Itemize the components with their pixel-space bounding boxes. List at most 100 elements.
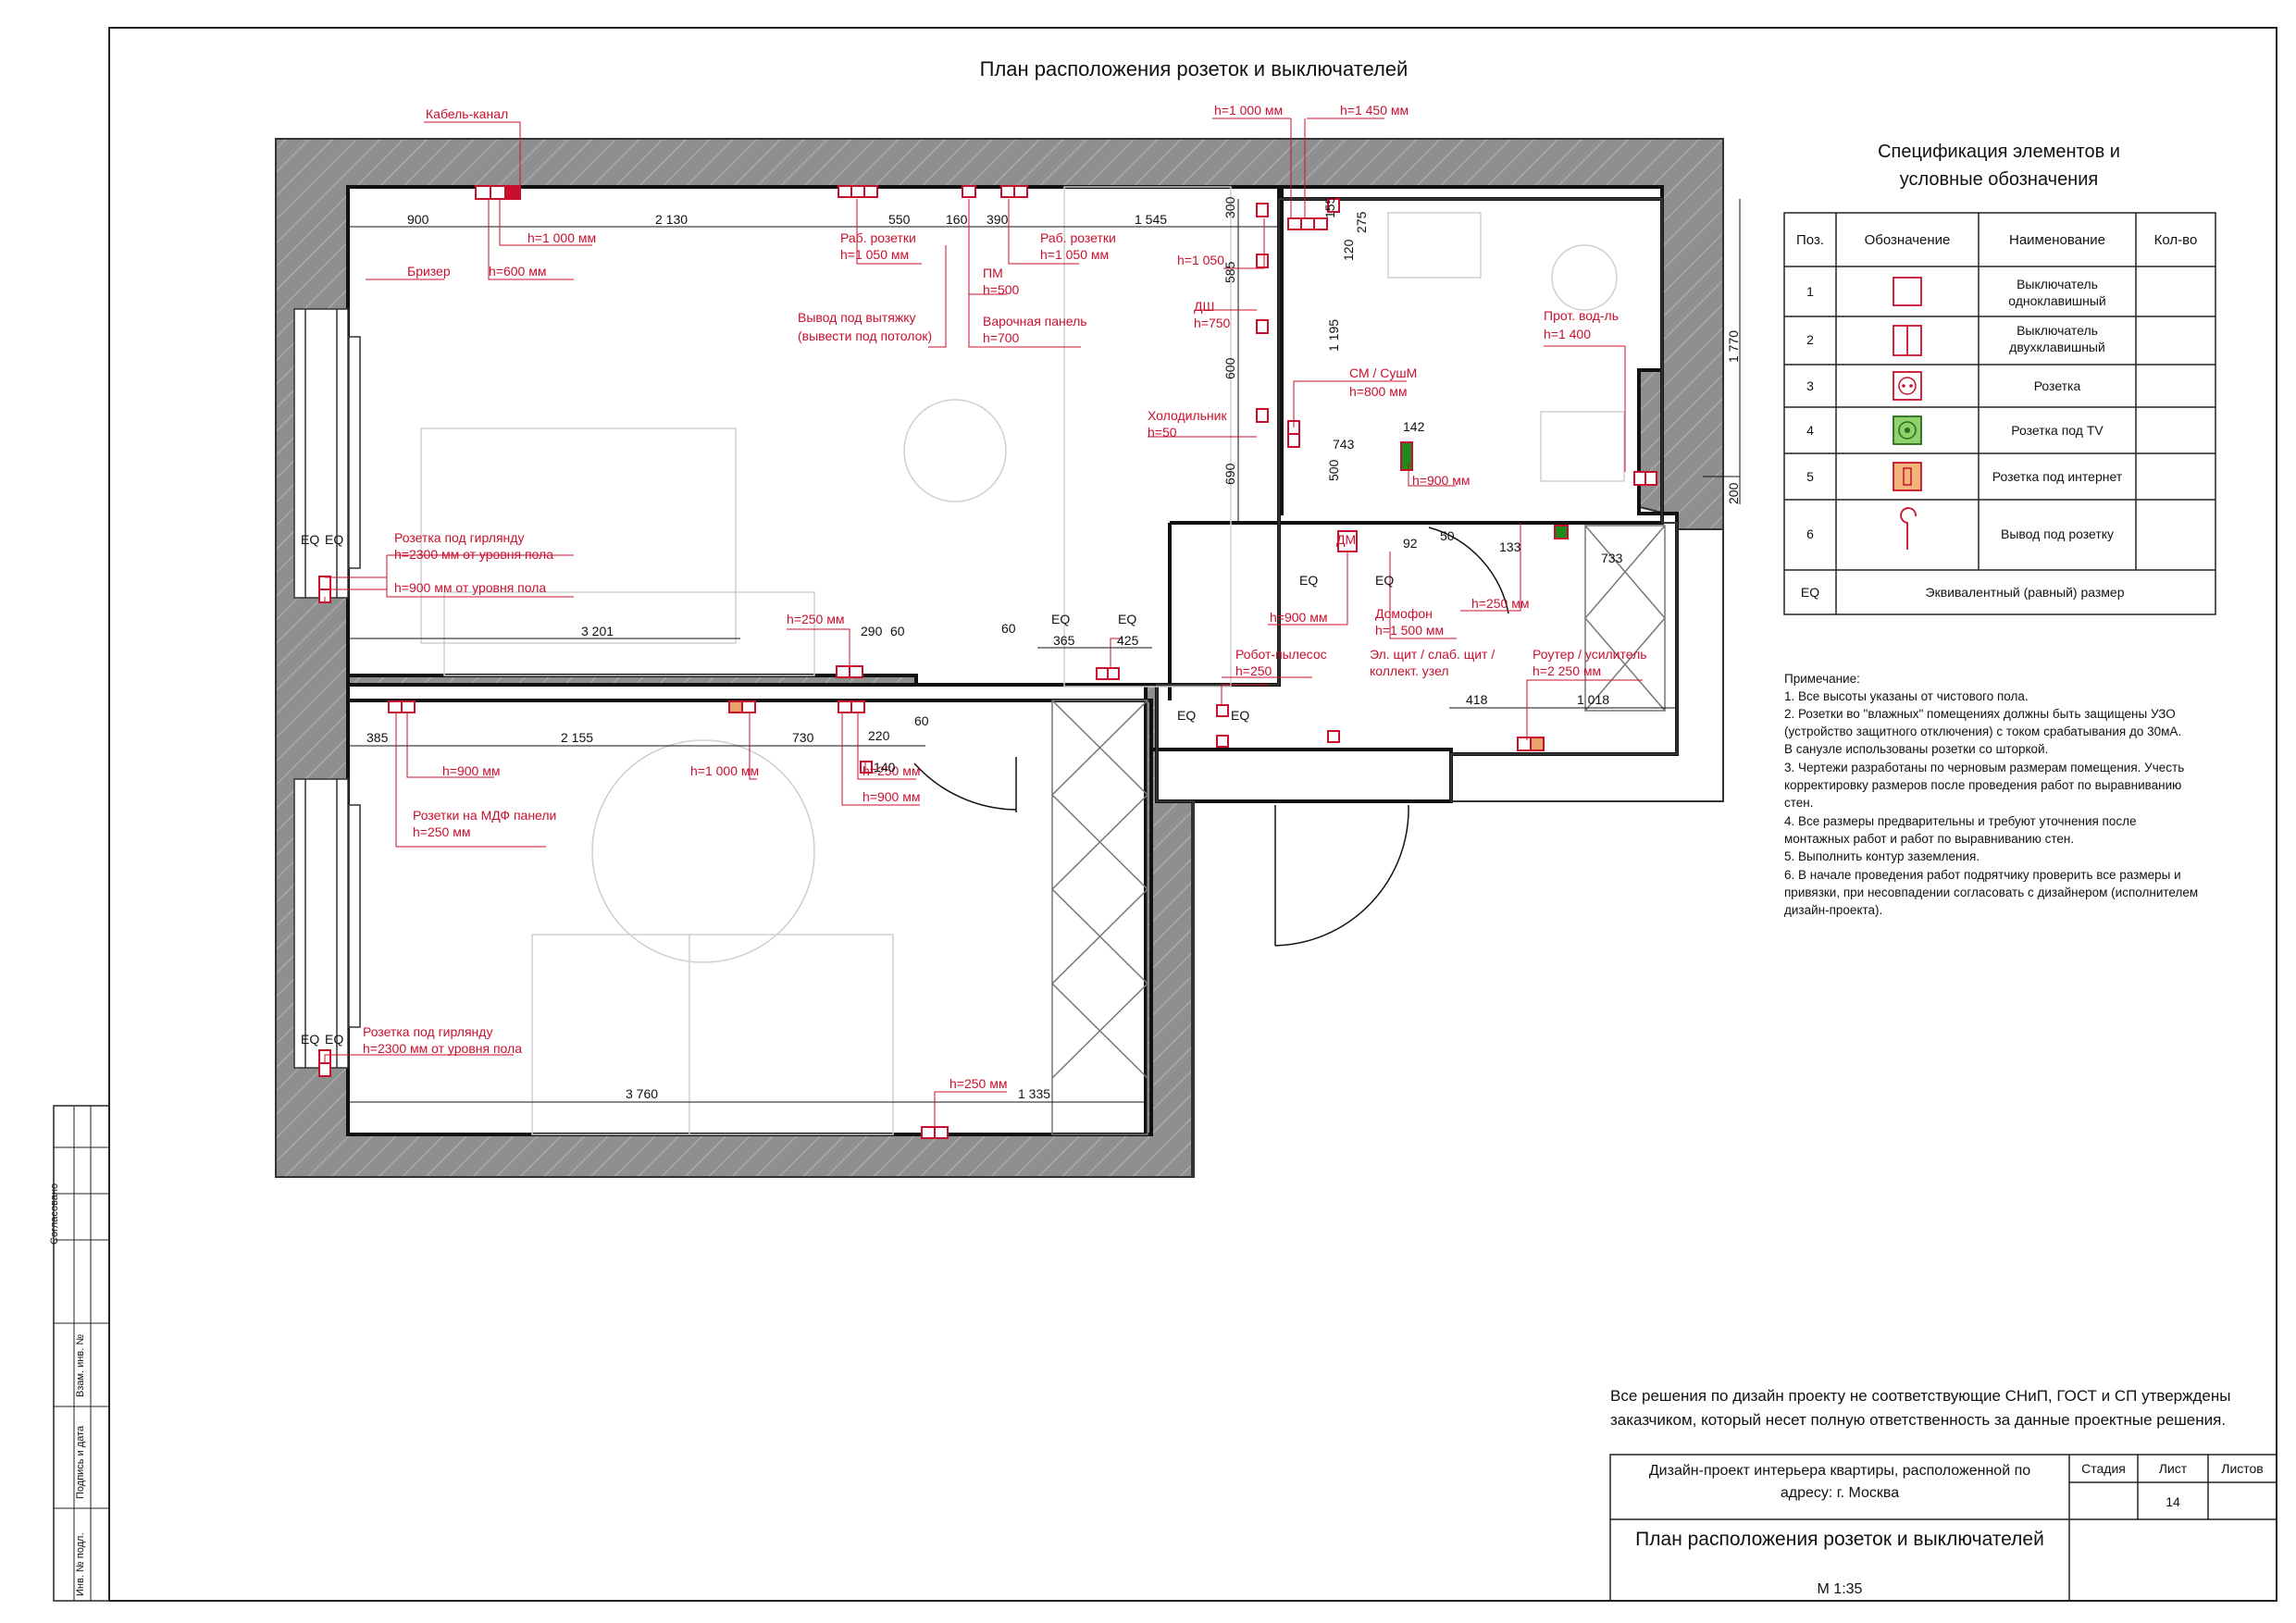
switch-single-icon <box>1893 277 1922 306</box>
annot-rab2a: Раб. розетки <box>1040 230 1116 245</box>
annot-garland2a: Розетка под гирлянду <box>363 1024 492 1039</box>
note-line-4: В санузле использованы розетки со шторко… <box>1784 742 2048 756</box>
outer-envelope <box>275 138 1724 1178</box>
annot-mdfa: Розетки на МДФ панели <box>413 808 556 823</box>
annot-prota: Прот. вод-ль <box>1544 308 1619 323</box>
stamp-sheets-label: Листов <box>2221 1461 2264 1476</box>
annot-dm: ДМ <box>1336 532 1356 547</box>
annot-h1050: h=1 050 <box>1177 253 1224 267</box>
annot-h600: h=600 мм <box>489 264 546 279</box>
dim-1195: 1 195 <box>1326 319 1341 352</box>
dim-1770: 1 770 <box>1726 330 1741 363</box>
notes: Примечание: 1. Все высоты указаны от чис… <box>1784 672 2198 917</box>
dim-690: 690 <box>1222 463 1237 485</box>
annot-garland1c: h=900 мм от уровня пола <box>394 580 546 595</box>
stamp-stage-label: Стадия <box>2081 1461 2126 1476</box>
annot-rab2b: h=1 050 мм <box>1040 247 1109 262</box>
annot-intercomb: h=1 500 мм <box>1375 623 1444 638</box>
dim-eq10: EQ <box>325 1032 343 1047</box>
spec-row3-name: Розетка <box>2034 378 2081 393</box>
dim-200: 200 <box>1726 482 1741 504</box>
dim-133: 133 <box>1499 539 1521 554</box>
side-stamp-agreed: Согласовано <box>49 1183 60 1245</box>
annot-panela: Эл. щит / слаб. щит / <box>1370 647 1495 662</box>
dim-eq5: EQ <box>1299 573 1318 588</box>
dim-418: 418 <box>1466 692 1488 707</box>
dim-425: 425 <box>1117 633 1139 648</box>
annot-panelb: коллект. узел <box>1370 663 1449 678</box>
annot-h1000bed: h=1 000 мм <box>690 763 759 778</box>
switch-double-icon <box>1893 325 1922 356</box>
note-line-9: монтажных работ и работ по выравниванию … <box>1784 832 2074 846</box>
spec-row1-pos: 1 <box>1806 284 1814 299</box>
side-stamp-inv: Инв. № подл. <box>75 1532 86 1596</box>
dim-60c: 60 <box>914 713 929 728</box>
furniture-outlines <box>420 186 1625 1135</box>
outlet-lead-icon <box>1900 507 1917 550</box>
dim-eq3: EQ <box>1051 612 1070 626</box>
annot-robotb: h=250 <box>1235 663 1272 678</box>
annot-routera: Роутер / усилитель <box>1533 647 1647 662</box>
spec-row4-name: Розетка под TV <box>2011 423 2104 438</box>
note-line-7: стен. <box>1784 796 1814 810</box>
socket-markers <box>318 185 1657 1139</box>
spec-row1-name2: одноклавишный <box>2008 293 2106 308</box>
annot-h1000a: h=1 000 мм <box>527 230 596 245</box>
disclaimer-line2: заказчиком, который несет полную ответст… <box>1610 1411 2226 1429</box>
annot-garland1b: h=2300 мм от уровня пола <box>394 547 553 562</box>
stamp-project-line2: адресу: г. Москва <box>1781 1485 1899 1501</box>
note-line-5: 3. Чертежи разработаны по черновым разме… <box>1784 761 2184 774</box>
annot-intercoma: Домофон <box>1375 606 1433 621</box>
annot-garland1a: Розетка под гирлянду <box>394 530 524 545</box>
socket-icon <box>1893 371 1922 401</box>
annot-pma: ПМ <box>983 266 1003 280</box>
dim-eq2: EQ <box>325 532 343 547</box>
stamp-sheet-label: Лист <box>2159 1461 2188 1476</box>
sheet-frame <box>108 27 2277 1602</box>
dim-900: 900 <box>407 212 429 227</box>
dim-142: 142 <box>1403 419 1425 434</box>
note-line-13: дизайн-проекта). <box>1784 903 1882 917</box>
dim-365: 365 <box>1053 633 1075 648</box>
annot-hoodb: (вывести под потолок) <box>798 328 932 343</box>
annot-h250a: h=250 мм <box>787 612 844 626</box>
spec-row4-pos: 4 <box>1806 423 1814 438</box>
annot-rab1a: Раб. розетки <box>840 230 916 245</box>
dim-eq4: EQ <box>1118 612 1136 626</box>
note-line-2: 2. Розетки во "влажных" помещениях должн… <box>1784 707 2176 721</box>
dim-2130: 2 130 <box>655 212 688 227</box>
dim-eq1: EQ <box>301 532 319 547</box>
annot-h250bottom: h=250 мм <box>949 1076 1007 1091</box>
spec-row5-pos: 5 <box>1806 469 1814 484</box>
stamp-sheet-value: 14 <box>2166 1494 2180 1509</box>
spec-row1-name1: Выключатель <box>2017 277 2098 291</box>
annot-h900bed: h=900 мм <box>442 763 500 778</box>
side-stamp-sign: Подпись и дата <box>75 1425 86 1499</box>
dim-120: 120 <box>1341 239 1356 261</box>
leader-lines <box>321 118 1643 1127</box>
dim-300: 300 <box>1222 196 1237 218</box>
annot-cable: Кабель-канал <box>426 106 508 121</box>
dim-3201: 3 201 <box>581 624 614 638</box>
title-block: Дизайн-проект интерьера квартиры, распол… <box>1609 1454 2277 1602</box>
note-line-11: 6. В начале проведения работ подрятчику … <box>1784 868 2181 882</box>
annot-h250hall: h=250 мм <box>1471 596 1529 611</box>
annot-breezer: Бризер <box>407 264 451 279</box>
dim-500: 500 <box>1326 459 1341 481</box>
annot-smb: h=800 мм <box>1349 384 1407 399</box>
annot-h900bath: h=900 мм <box>1412 473 1470 488</box>
stamp-project-line1: Дизайн-проект интерьера квартиры, распол… <box>1649 1463 2030 1479</box>
note-line-12: привязки, при несовпадении согласовать с… <box>1784 886 2198 899</box>
note-line-3: (устройство защитного отключения) с токо… <box>1784 725 2181 738</box>
annot-h900bed2: h=900 мм <box>863 789 920 804</box>
dim-1335: 1 335 <box>1018 1086 1050 1101</box>
dim-160: 160 <box>946 212 968 227</box>
note-line-10: 5. Выполнить контур заземления. <box>1784 849 1980 863</box>
annot-pmb: h=500 <box>983 282 1020 297</box>
annot-dsha: ДШ <box>1194 299 1214 314</box>
dim-eq9: EQ <box>301 1032 319 1047</box>
dim-50: 50 <box>1440 528 1455 543</box>
annot-cookb: h=700 <box>983 330 1020 345</box>
stamp-scale: М 1:35 <box>1818 1581 1863 1597</box>
